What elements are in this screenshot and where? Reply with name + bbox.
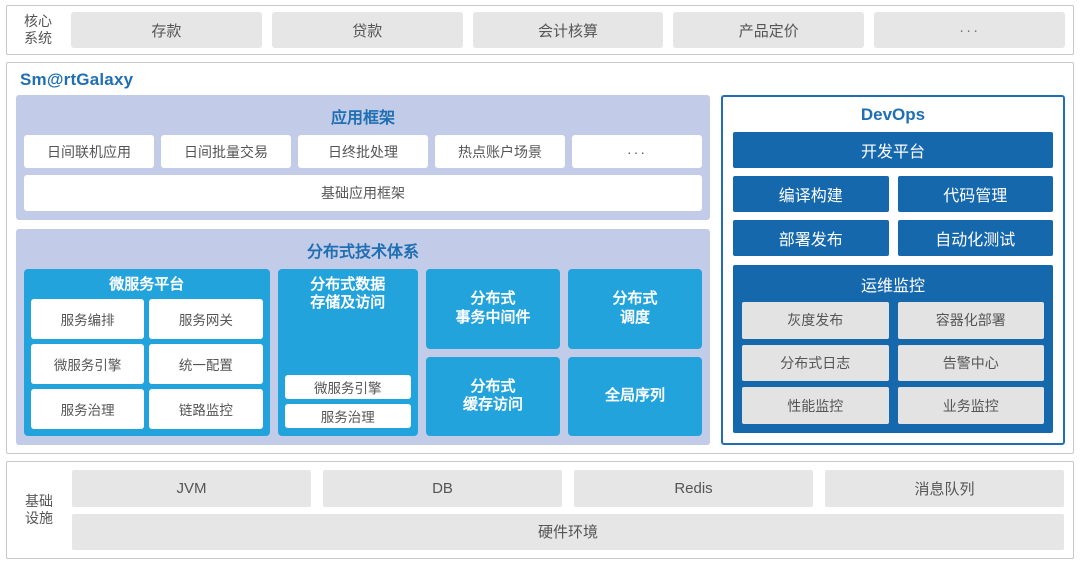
- distributed-scheduling[interactable]: 分布式 调度: [567, 269, 702, 349]
- devops-title: DevOps: [860, 105, 926, 124]
- monitoring-chip[interactable]: 灰度发布: [742, 302, 889, 339]
- monitoring-chip[interactable]: 分布式日志: [742, 344, 889, 382]
- core-systems-label-line1: 核心: [24, 12, 52, 29]
- core-system-card[interactable]: 存款: [71, 12, 262, 48]
- microservice-chip[interactable]: 链路监控: [149, 388, 263, 429]
- devops-monitoring-group: 运维监控 灰度发布 容器化部署 分布式日志 告警中心 性能监控 业务监控: [733, 265, 1053, 433]
- microservice-chip-grid: 服务编排 服务网关 微服务引擎 统一配置 服务治理 链路监控: [31, 298, 263, 429]
- microservice-platform-title: 微服务平台: [109, 276, 185, 293]
- distributed-scheduling-line1: 分布式: [612, 290, 658, 308]
- distributed-cache-access[interactable]: 分布式 缓存访问: [425, 356, 560, 436]
- distributed-storage-chip-list: 微服务引擎 服务治理: [284, 316, 411, 429]
- application-framework-more-item[interactable]: ···: [572, 135, 702, 168]
- core-system-card[interactable]: 产品定价: [673, 12, 865, 48]
- application-framework-item[interactable]: 日间批量交易: [161, 135, 291, 168]
- distributed-storage-chip[interactable]: 服务治理: [284, 404, 411, 428]
- core-systems-label: 核心 系统: [15, 12, 61, 48]
- application-framework-base-row: 基础应用框架: [24, 175, 702, 211]
- devops-row-one: 编译构建 代码管理: [733, 176, 1053, 212]
- core-system-card[interactable]: 会计核算: [472, 12, 664, 48]
- infrastructure-label: 基础 设施: [16, 470, 62, 550]
- devops-monitoring-title: 运维监控: [860, 278, 925, 295]
- monitoring-chip[interactable]: 业务监控: [897, 387, 1044, 424]
- microservice-chip[interactable]: 服务网关: [149, 298, 263, 339]
- distributed-column-three: 分布式 事务中间件 分布式 缓存访问: [425, 269, 560, 436]
- infrastructure-body: JVM DB Redis 消息队列 硬件环境: [62, 470, 1064, 550]
- smartgalaxy-panel: Sm@rtGalaxy 应用框架 日间联机应用 日间批量交易 日终批处理 热点账…: [6, 62, 1074, 454]
- infrastructure-panel: 基础 设施 JVM DB Redis 消息队列 硬件环境: [6, 461, 1074, 559]
- infrastructure-label-line1: 基础: [25, 492, 53, 509]
- application-framework-item[interactable]: 日终批处理: [298, 135, 428, 168]
- infrastructure-card[interactable]: JVM: [72, 470, 311, 507]
- infrastructure-card[interactable]: DB: [323, 470, 562, 507]
- distributed-storage-title: 分布式数据 存储及访问: [285, 273, 411, 316]
- devops-automated-test-button[interactable]: 自动化测试: [897, 220, 1053, 256]
- distributed-scheduling-line2: 调度: [619, 308, 650, 326]
- smartgalaxy-title: Sm@rtGalaxy: [20, 70, 134, 89]
- application-framework-item[interactable]: 日间联机应用: [24, 135, 154, 168]
- distributed-technology-box: 分布式技术体系 微服务平台 服务编排 服务网关 微服务引擎 统一配置 服务治理 …: [16, 229, 710, 445]
- microservice-chip[interactable]: 服务编排: [31, 298, 145, 339]
- distributed-storage-chip[interactable]: 微服务引擎: [284, 375, 411, 399]
- application-framework-title: 应用框架: [330, 110, 395, 127]
- microservice-chip[interactable]: 统一配置: [149, 343, 263, 384]
- devops-platform-button[interactable]: 开发平台: [733, 132, 1053, 168]
- core-system-card[interactable]: 贷款: [271, 12, 463, 48]
- platform-left-column: 应用框架 日间联机应用 日间批量交易 日终批处理 热点账户场景 ··· 基础应用…: [16, 95, 710, 445]
- distributed-cache-access-line2: 缓存访问: [462, 396, 523, 414]
- devops-monitoring-grid: 灰度发布 容器化部署 分布式日志 告警中心 性能监控 业务监控: [742, 302, 1044, 424]
- microservice-platform-group: 微服务平台 服务编排 服务网关 微服务引擎 统一配置 服务治理 链路监控: [24, 269, 270, 436]
- distributed-storage-title-line2: 存储及访问: [310, 293, 386, 311]
- distributed-technology-grid: 微服务平台 服务编排 服务网关 微服务引擎 统一配置 服务治理 链路监控: [24, 269, 702, 436]
- distributed-transaction-middleware-line1: 分布式: [470, 290, 516, 308]
- monitoring-chip[interactable]: 告警中心: [897, 344, 1044, 382]
- infrastructure-card[interactable]: 消息队列: [825, 470, 1064, 507]
- distributed-transaction-middleware[interactable]: 分布式 事务中间件: [425, 269, 560, 349]
- application-framework-item[interactable]: 热点账户场景: [435, 135, 565, 168]
- core-systems-panel: 核心 系统 存款 贷款 会计核算 产品定价 ···: [6, 5, 1074, 55]
- distributed-column-four: 分布式 调度 全局序列: [567, 269, 702, 436]
- smartgalaxy-body: 应用框架 日间联机应用 日间批量交易 日终批处理 热点账户场景 ··· 基础应用…: [16, 95, 1065, 445]
- distributed-storage-title-line1: 分布式数据: [310, 276, 386, 293]
- monitoring-chip[interactable]: 性能监控: [742, 387, 889, 424]
- application-framework-box: 应用框架 日间联机应用 日间批量交易 日终批处理 热点账户场景 ··· 基础应用…: [16, 95, 710, 220]
- global-sequence[interactable]: 全局序列: [567, 356, 702, 436]
- distributed-storage-group: 分布式数据 存储及访问 微服务引擎 服务治理: [277, 269, 418, 436]
- base-application-framework[interactable]: 基础应用框架: [24, 175, 702, 211]
- core-systems-label-line2: 系统: [24, 30, 52, 46]
- application-framework-item-row: 日间联机应用 日间批量交易 日终批处理 热点账户场景 ···: [24, 135, 702, 168]
- distributed-transaction-middleware-line2: 事务中间件: [455, 308, 531, 326]
- core-systems-card-list: 存款 贷款 会计核算 产品定价 ···: [61, 12, 1065, 48]
- devops-panel: DevOps 开发平台 编译构建 代码管理 部署发布 自动化测试 运维监控 灰度…: [721, 95, 1065, 445]
- devops-code-management-button[interactable]: 代码管理: [897, 176, 1053, 212]
- devops-row-two: 部署发布 自动化测试: [733, 220, 1053, 256]
- hardware-environment-row: 硬件环境: [72, 513, 1064, 550]
- infrastructure-card[interactable]: Redis: [574, 470, 813, 507]
- devops-deploy-button[interactable]: 部署发布: [733, 220, 889, 256]
- global-sequence-line1: 全局序列: [604, 387, 665, 405]
- devops-build-button[interactable]: 编译构建: [733, 176, 889, 212]
- spacer: [24, 168, 702, 175]
- hardware-environment-card[interactable]: 硬件环境: [72, 513, 1064, 550]
- infrastructure-card-row: JVM DB Redis 消息队列: [72, 470, 1064, 507]
- microservice-chip[interactable]: 服务治理: [31, 388, 145, 429]
- distributed-technology-title: 分布式技术体系: [306, 244, 419, 261]
- distributed-cache-access-line1: 分布式: [470, 377, 516, 395]
- infrastructure-label-line2: 设施: [25, 510, 53, 526]
- monitoring-chip[interactable]: 容器化部署: [897, 302, 1044, 339]
- core-system-more-card[interactable]: ···: [874, 12, 1065, 48]
- microservice-chip[interactable]: 微服务引擎: [31, 343, 145, 384]
